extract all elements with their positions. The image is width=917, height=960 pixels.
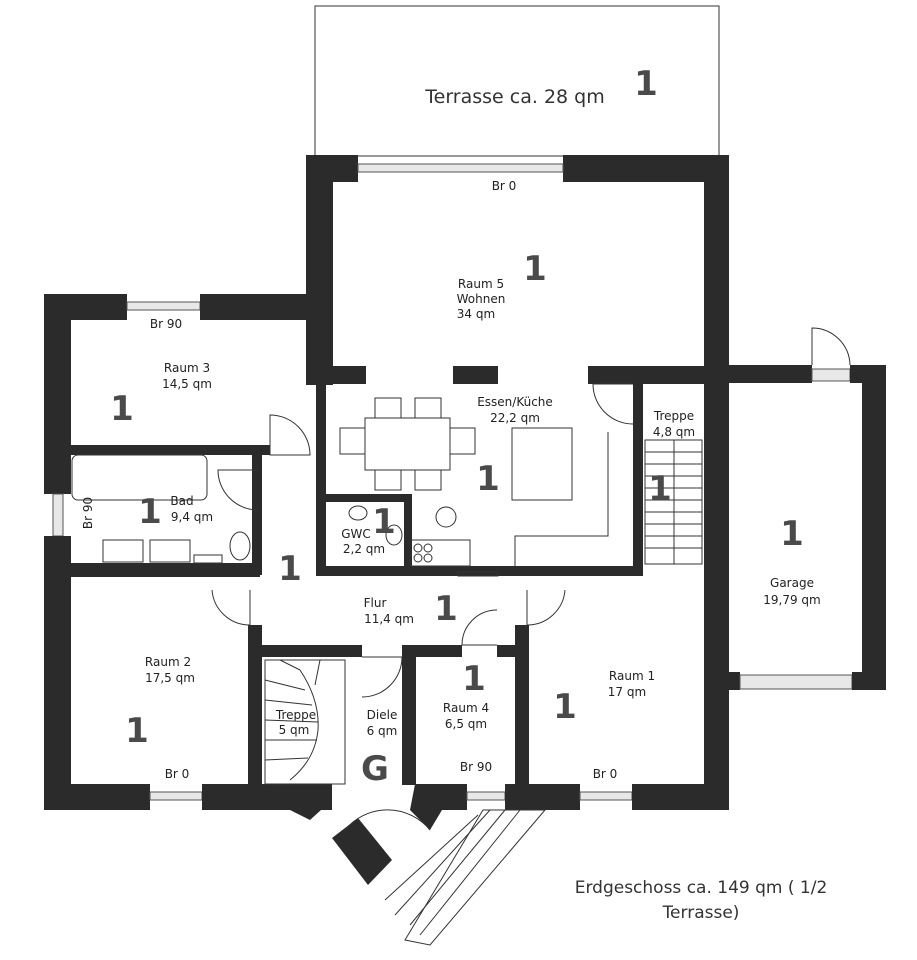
garage-name: Garage: [770, 576, 814, 590]
door-swings: [211, 327, 851, 831]
raum3-area: 14,5 qm: [162, 377, 212, 391]
raum3-name: Raum 3: [164, 361, 210, 375]
raum2-area: 17,5 qm: [145, 671, 195, 685]
raum2-marker: 1: [125, 711, 149, 751]
treppe-bottom-name: Treppe: [275, 708, 316, 722]
raum1-name: Raum 1: [609, 669, 655, 683]
kitchen-counter: [409, 432, 609, 577]
treppe-top-name: Treppe: [653, 409, 694, 423]
dining-table: [339, 397, 573, 501]
raum4-area: 6,5 qm: [445, 717, 487, 731]
diele-marker: G: [361, 749, 389, 789]
raum4-name: Raum 4: [443, 701, 489, 715]
bad-name: Bad: [170, 494, 193, 508]
essen-name: Essen/Küche: [477, 395, 553, 409]
gwc-marker: 1: [372, 502, 396, 542]
wohnen-sub: Wohnen: [457, 292, 506, 306]
flur-marker: 1: [434, 589, 458, 629]
raum2-name: Raum 2: [145, 655, 191, 669]
treppe-top-area: 4,8 qm: [653, 425, 695, 439]
entry-steps: [384, 809, 547, 946]
wohnen-marker: 1: [523, 249, 547, 289]
terrace-label: Terrasse ca. 28 qm: [424, 86, 604, 108]
essen-area: 22,2 qm: [490, 411, 540, 425]
gwc-name: GWC: [341, 527, 371, 541]
raum3-marker: 1: [110, 389, 134, 429]
diele-area: 6 qm: [367, 724, 398, 738]
caption-line1: Erdgeschoss ca. 149 qm ( 1/2: [575, 878, 828, 898]
flur-name: Flur: [364, 596, 387, 610]
flur-left-marker: 1: [278, 549, 302, 589]
raum2-window: Br 0: [165, 767, 190, 781]
raum1-marker: 1: [553, 687, 577, 727]
terrace-marker: 1: [634, 64, 658, 104]
terrace-outline: [314, 5, 720, 157]
wohnen-window: Br 0: [492, 179, 517, 193]
raum1-window: Br 0: [593, 767, 618, 781]
treppe-bottom-area: 5 qm: [279, 723, 310, 737]
garage-marker: 1: [780, 514, 804, 554]
garage-area: 19,79 qm: [763, 593, 820, 607]
treppe-top-marker: 1: [648, 469, 672, 509]
bath-fixtures: [71, 454, 403, 564]
gwc-area: 2,2 qm: [343, 542, 385, 556]
diele-name: Diele: [367, 708, 398, 722]
exterior-walls: [44, 155, 886, 885]
essen-marker: 1: [476, 459, 500, 499]
stairs-top: [644, 439, 703, 565]
bad-window: Br 90: [81, 497, 95, 529]
bad-area: 9,4 qm: [171, 510, 213, 524]
wohnen-name: Raum 5: [458, 277, 504, 291]
caption-line2: Terrasse): [662, 903, 740, 923]
raum4-marker: 1: [462, 659, 486, 699]
raum3-window: Br 90: [150, 317, 182, 331]
raum1-area: 17 qm: [608, 685, 646, 699]
stairs-bottom: [264, 659, 346, 785]
flur-area: 11,4 qm: [364, 612, 414, 626]
bad-marker: 1: [138, 492, 162, 532]
interior-walls: [44, 366, 729, 785]
wohnen-area: 34 qm: [457, 307, 495, 321]
raum4-window: Br 90: [460, 760, 492, 774]
